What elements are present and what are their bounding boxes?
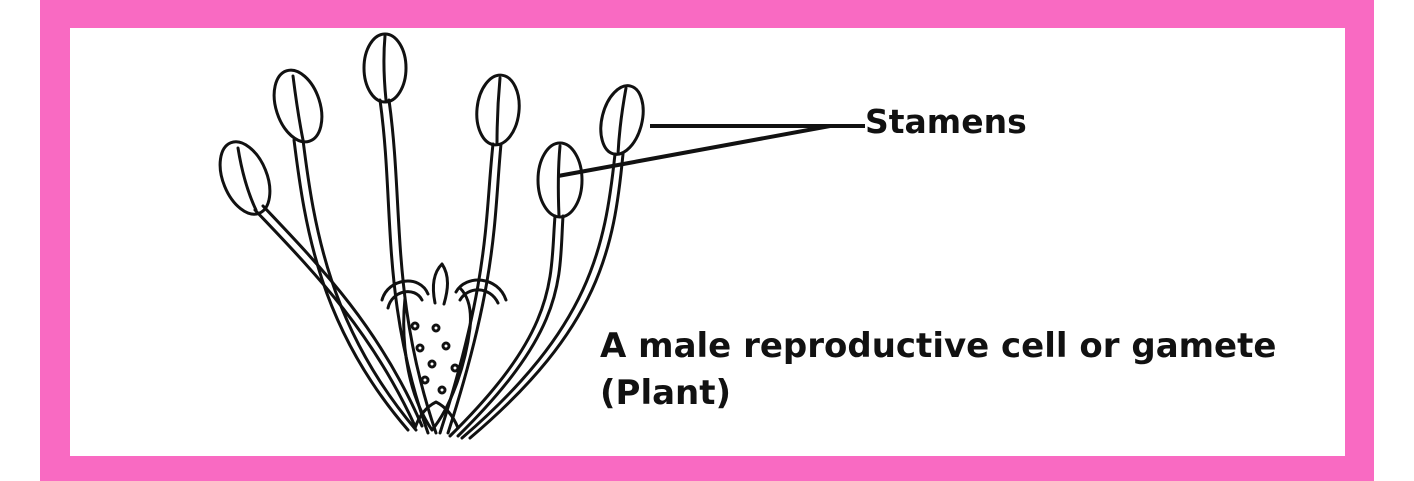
- anther-5: [536, 141, 584, 219]
- caption-line-2: (Plant): [600, 373, 732, 413]
- filament-5: [448, 214, 565, 438]
- anther-3: [362, 32, 408, 104]
- pink-border-frame: Stamens A male reproductive cell or game…: [40, 0, 1374, 481]
- anther-2: [272, 68, 324, 144]
- caption: A male reproductive cell or gamete (Plan…: [600, 323, 1320, 417]
- caption-line-1: A male reproductive cell or gamete: [600, 326, 1277, 366]
- stamens-label: Stamens: [865, 102, 1027, 141]
- filament-2: [292, 138, 418, 432]
- filament-6: [460, 152, 625, 440]
- anther-6: [599, 84, 645, 156]
- anther-1: [218, 140, 272, 216]
- flower-stamens-illustration: [218, 32, 865, 440]
- filament-4: [438, 142, 503, 435]
- stamens-leader-lines: [557, 124, 865, 178]
- content-panel: Stamens A male reproductive cell or game…: [70, 28, 1345, 456]
- anther-4: [475, 73, 521, 147]
- pistil: [380, 262, 508, 432]
